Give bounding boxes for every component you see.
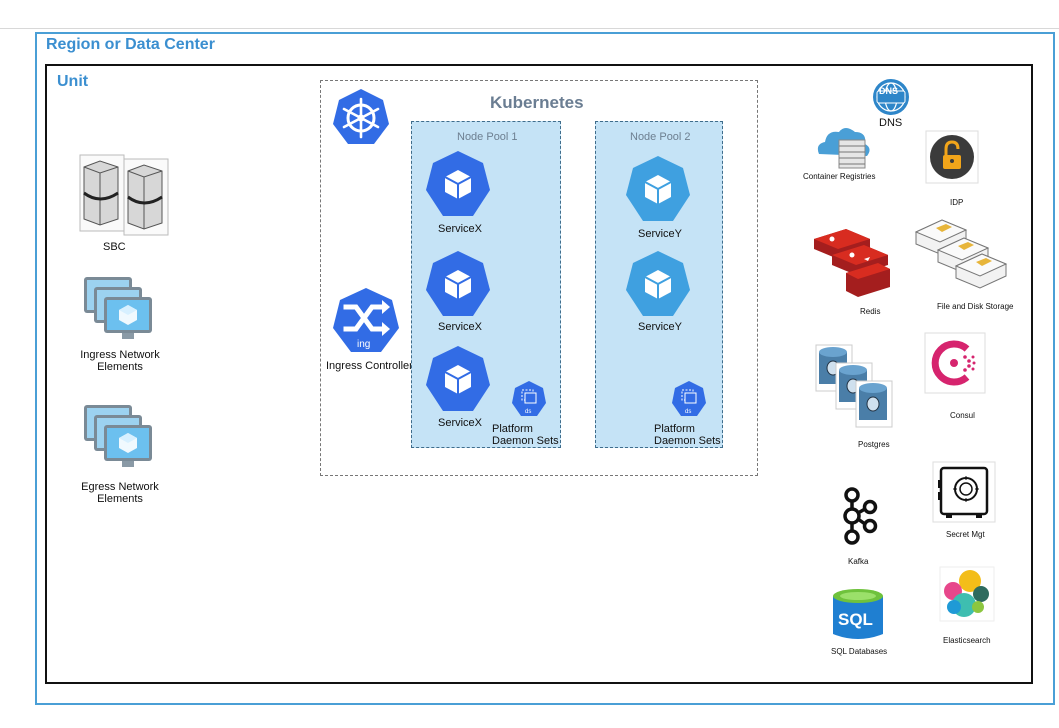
elasticsearch-icon bbox=[939, 566, 995, 622]
node-pool-1-title: Node Pool 1 bbox=[457, 131, 518, 143]
daemon-set-1-label-line1: Platform bbox=[492, 423, 533, 435]
dns-icon bbox=[873, 79, 909, 115]
service-y-1-label: ServiceY bbox=[638, 228, 683, 240]
consul-icon bbox=[924, 332, 986, 394]
container-registries-label: Container Registries bbox=[803, 172, 876, 181]
unit-container bbox=[45, 64, 1033, 684]
postgres-label: Postgres bbox=[858, 440, 890, 449]
ing-badge-label: ing bbox=[357, 339, 371, 350]
sbc-label: SBC bbox=[103, 241, 126, 253]
ingress-network-label: Ingress Network Elements bbox=[70, 349, 170, 373]
kafka-label: Kafka bbox=[848, 557, 869, 566]
daemon-set-2-label: Platform Daemon Sets bbox=[654, 423, 721, 447]
daemon-set-1-icon bbox=[512, 381, 546, 416]
container-registries-icon bbox=[817, 128, 870, 169]
sql-badge: SQL bbox=[838, 610, 873, 629]
kafka-icon bbox=[843, 487, 878, 545]
elasticsearch-label: Elasticsearch bbox=[943, 636, 991, 645]
ingress-network-icon bbox=[84, 277, 152, 339]
ds-badge-2: ds bbox=[685, 409, 692, 415]
region-container bbox=[35, 32, 1055, 705]
egress-network-icon bbox=[84, 405, 152, 467]
egress-network-label: Egress Network Elements bbox=[70, 481, 170, 505]
top-divider bbox=[0, 28, 1059, 29]
sql-databases-icon bbox=[833, 589, 883, 639]
ingress-controller-label: Ingress Controller bbox=[326, 360, 413, 372]
file-disk-storage-label: File and Disk Storage bbox=[937, 302, 1014, 311]
daemon-set-2-label-line2: Daemon Sets bbox=[654, 435, 721, 447]
sbc-servers-icon bbox=[79, 154, 169, 236]
egress-network-label-line1: Egress Network bbox=[81, 481, 159, 493]
dns-label: DNS bbox=[879, 117, 903, 129]
region-title: Region or Data Center bbox=[46, 36, 215, 53]
postgres-icon bbox=[815, 344, 893, 428]
daemon-set-1-label-line2: Daemon Sets bbox=[492, 435, 559, 447]
ingress-controller-icon bbox=[333, 288, 399, 352]
kubernetes-title: Kubernetes bbox=[490, 93, 584, 112]
service-x-2-icon bbox=[426, 251, 490, 316]
secret-mgt-safe-icon bbox=[932, 461, 996, 523]
service-x-1-icon bbox=[426, 151, 490, 216]
consul-label: Consul bbox=[950, 411, 975, 420]
file-disk-storage-icon bbox=[914, 219, 1008, 289]
service-y-2-icon bbox=[626, 251, 690, 316]
redis-icon bbox=[814, 229, 890, 297]
service-x-2-label: ServiceX bbox=[438, 321, 483, 333]
kubernetes-logo-icon bbox=[333, 89, 389, 144]
unit-title: Unit bbox=[57, 73, 89, 90]
dns-badge: DNS bbox=[879, 86, 899, 96]
service-y-2-label: ServiceY bbox=[638, 321, 683, 333]
daemon-set-1-label: Platform Daemon Sets bbox=[492, 423, 559, 447]
idp-label: IDP bbox=[950, 198, 964, 207]
service-x-1-label: ServiceX bbox=[438, 223, 483, 235]
redis-label: Redis bbox=[860, 307, 881, 316]
daemon-set-2-label-line1: Platform bbox=[654, 423, 695, 435]
kubernetes-cluster bbox=[320, 80, 758, 476]
service-y-1-icon bbox=[626, 156, 690, 221]
service-x-3-label: ServiceX bbox=[438, 417, 483, 429]
secret-mgt-label: Secret Mgt bbox=[946, 530, 985, 539]
ds-badge-1: ds bbox=[525, 409, 532, 415]
ingress-network-label-line1: Ingress Network bbox=[80, 349, 160, 361]
node-pool-2-title: Node Pool 2 bbox=[630, 131, 691, 143]
ingress-network-label-line2: Elements bbox=[97, 361, 143, 373]
idp-lock-icon bbox=[925, 130, 979, 184]
daemon-set-2-icon bbox=[672, 381, 706, 416]
sql-databases-label: SQL Databases bbox=[831, 647, 888, 656]
service-x-3-icon bbox=[426, 346, 490, 411]
egress-network-label-line2: Elements bbox=[97, 493, 143, 505]
